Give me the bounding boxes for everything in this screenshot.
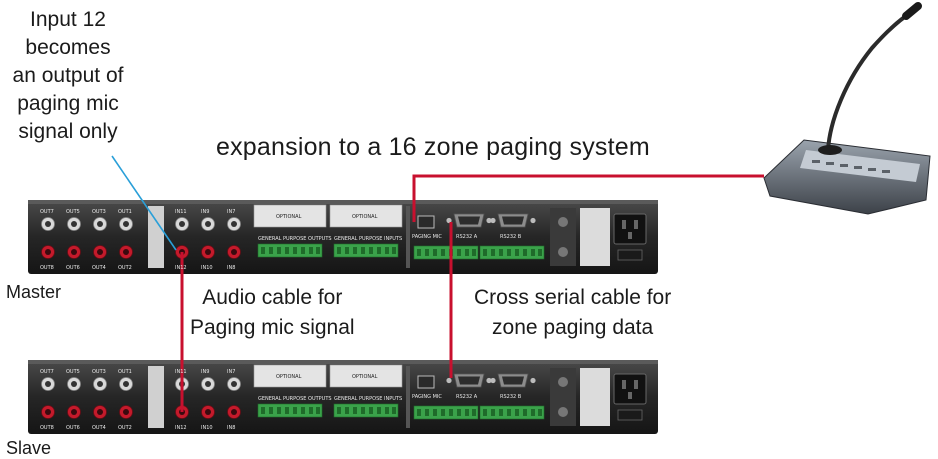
slave-label: Slave [6,438,52,458]
paging-microphone [763,2,931,215]
callout-input12: Input 12 becomes an output of paging mic… [0,6,136,146]
master-device [28,200,658,274]
serial-cable-line: Cross serial cable for [474,286,672,309]
audio-cable-line: Paging mic signal [190,316,355,339]
callout-line: an output of [12,64,124,87]
paging-mic-cable [412,174,764,222]
cables [180,174,764,412]
callout-line: Input 12 [30,8,106,31]
slave-device [28,360,658,434]
serial-cable-line: zone paging data [492,316,654,339]
audio-cable-line: Audio cable for [202,286,343,309]
master-label: Master [6,282,62,302]
callout-line: becomes [25,36,111,59]
callout-line: signal only [18,120,118,143]
callout-line: paging mic [17,92,119,115]
audio-cable-label: Audio cable for Paging mic signal [190,283,355,343]
serial-cable-label: Cross serial cable for zone paging data [474,283,671,343]
diagram-title: expansion to a 16 zone paging system [216,133,650,161]
callout-leader-line [111,155,177,251]
